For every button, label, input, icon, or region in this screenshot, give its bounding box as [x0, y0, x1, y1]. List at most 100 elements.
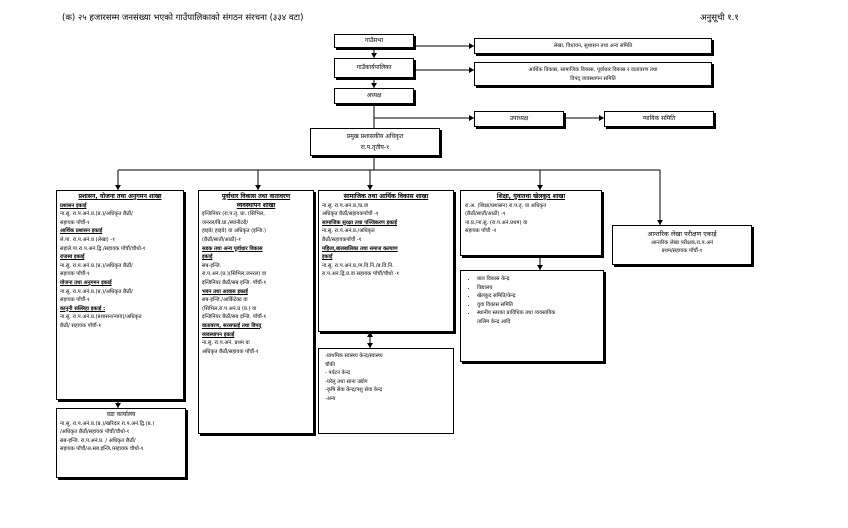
branch-infrastructure: पूर्वाधार विकास तथा वातावरण व्यवस्थापन श…: [198, 190, 314, 434]
upadhyaksha-box: उपाध्यक्ष: [474, 111, 564, 127]
ward-office-heading: वडा कार्यालय: [106, 411, 136, 418]
branch-social-economic-line-5: छैठौं/सहायकपाँचौं -१: [322, 236, 362, 243]
branch-admin-planning-line-13: कानुनी सल्लिहा इकाई :: [60, 305, 106, 312]
branch-infrastructure-line-15: व्यवस्थापन इकाई: [202, 331, 235, 338]
branch-social-economic: सामाजिक तथा आर्थिक विकास शाखा ना.सु. रा.…: [318, 190, 454, 332]
service-item-1: -प्राथमिक स्वास्थ्य केन्द्र/स्वास्थ्य: [325, 353, 383, 359]
branch-education-line-3: ना.प्र./ना.सु. (रा.प.अनं.प्रथम) वा: [465, 219, 528, 226]
annex-label: अनुसूची १.१: [700, 13, 739, 23]
branch-social-economic-heading: सामाजिक तथा आर्थिक विकास शाखा: [343, 193, 429, 200]
branch-admin-planning-line-6: सहाले.पा.रा.प.अनं.द्वि./सहायक पाँचौं/चौथ…: [60, 245, 146, 252]
branch-social-economic-line-7: इकाई: [322, 254, 333, 261]
branch-admin-planning-line-9: सहायक पाँचौं-१: [60, 271, 90, 278]
branch-social-economic-line-2: अधिकृत छैठौं/सहायकपाँचौं -१: [322, 211, 379, 218]
branch-admin-planning-line-10: योजना तथा अनुगमन इकाई: [60, 279, 112, 286]
karyapalika-committee-line2: विपद् व्यवस्थापन समिति: [570, 75, 616, 82]
branch-admin-planning-line-14: ना.सु. रा.प.अनं.प्र.(प्रशासन/न्याय)/अधिक…: [60, 314, 142, 321]
internal-audit-line-1: आन्तरिक लेखा परीक्षक,रा.प.अनं: [650, 239, 714, 246]
cao-title: प्रमुख प्रशासकीय अधिकृत: [346, 133, 404, 140]
internal-audit-line-2: प्रथम/सहायक पाँचौं-१: [661, 248, 703, 255]
branch-social-economic-line-9: रा.प.अनं.द्वि.प्र.वा सहायक पाँचौं/चौथो -…: [322, 271, 400, 278]
education-item-6: तालिम केन्द्र आदि: [477, 318, 511, 325]
internal-audit-heading: आन्तरिक लेखा परीक्षण एकाई: [647, 230, 717, 238]
service-item-6: -अन्य: [325, 395, 336, 402]
ward-office-line-4: सहायक पाँचौं/अ.सब.इन्जि./सहायक चौथो-१: [60, 446, 144, 453]
ward-office-line-2: /अधिकृत छैठौं/सहायक पाँचौं/चौथो-१: [60, 429, 130, 436]
branch-admin-planning-lines: प्रशासन इकाई ना.सु. रा.प.अनं.प्र.(प्र.)/अ…: [60, 202, 180, 331]
gaunsabha-box: गाउँसभा: [334, 34, 414, 48]
nyayik-samiti-label: न्यायिक समिति: [642, 115, 676, 122]
branch-infrastructure-heading-2: व्यवस्थापन शाखा: [236, 201, 276, 209]
branch-social-economic-line-1: ना.सु. रा.प.अनं.प्र./प्र.वा: [322, 202, 369, 209]
sabha-committee-box: लेखा, विधायन, सुशासन तथा अन्य समिति: [474, 38, 712, 54]
ward-office-box: वडा कार्यालय ना.सु. रा.प.अनं.प्र.(प्र.)/…: [56, 408, 186, 478]
branch-education-line-2: (छैठौं/सातौं/आठौं) -१: [465, 211, 506, 218]
branch-infrastructure-line-9: इन्जिनियर छैठौं/सब इन्जि. पाँचौं-१: [202, 279, 267, 286]
branch-admin-planning-line-5: ले.पा. रा.प.अनं.प्र (लेखा) -१: [60, 236, 115, 243]
cao-rank: रा.प.तृतीय-१: [360, 144, 390, 151]
education-item-4: युवा विकास समिति: [477, 301, 599, 310]
branch-admin-planning-line-11: ना.सु. रा.प.अनं.प्र.(प्र.)/अधिकृत छैठौं/: [60, 288, 133, 295]
page-title: (क) २५ हजारसम्म जनसंख्या भएको गाउँपालिका…: [62, 13, 304, 23]
branch-infrastructure-line-7: सब-इन्जि.: [202, 262, 222, 269]
branch-education-heading: शिक्षा, युवातथा खेलकुद शाखा: [496, 193, 566, 200]
ward-office-line-1: ना.सु. रा.प.अनं.प्र.(प्र.)/खरिदार रा.प.अ…: [60, 420, 155, 427]
service-item-4: -घरेलु तथा साना उद्योग: [325, 378, 368, 385]
branch-social-economic-line-3: सामाजिक सुरक्षा तथा पञ्जिकरण इकाई: [322, 219, 398, 226]
branch-admin-planning-line-8: ना.सु. रा.प.अनं.प्र.(प्र.)/अधिकृत छैठौं/: [60, 262, 133, 269]
cao-box: प्रमुख प्रशासकीय अधिकृत रा.प.तृतीय-१: [310, 128, 440, 156]
branch-admin-planning-line-12: सहायक पाँचौं-१: [60, 297, 90, 304]
branch-admin-planning-line-2: ना.सु. रा.प.अनं.प्र.(प्र.)/अधिकृत छैठौं/: [60, 211, 133, 218]
branch-infrastructure-line-8: रा.प.अनं.(प्र.)(सिभिल,जनरल) वा: [202, 271, 267, 278]
adhyaksha-label: अध्यक्ष: [366, 92, 382, 99]
branch-infrastructure-line-2: जनरल/बि.प्रा./स्यानीटरी/: [202, 219, 249, 226]
branch-admin-planning: प्रशासन, योजना तथा अनुगमन शाखा प्रशासन इ…: [56, 190, 184, 400]
branch-infrastructure-line-17: अधिकृत छैठौं/सहायक पाँचौं-१: [202, 348, 259, 355]
branch-infrastructure-line-14: वातावरण, सरसफाई तथा विपद्: [202, 322, 262, 329]
branch-infrastructure-lines: इन्जिनियर (रा.प.तृ. प्रा. (सिभिल,जनरल/बि…: [202, 210, 310, 356]
branch-infrastructure-line-13: इन्जिनियर छैठौं/सब इन्जि. पाँचौं-१: [202, 314, 267, 321]
services-list: -प्राथमिक स्वास्थ्य केन्द्र/स्वास्थ्य चौक…: [325, 352, 447, 404]
upadhyaksha-label: उपाध्यक्ष: [509, 115, 529, 122]
internal-audit-box: आन्तरिक लेखा परीक्षण एकाई आन्तरिक लेखा प…: [612, 225, 752, 265]
nyayik-samiti-box: न्यायिक समिति: [604, 111, 714, 127]
branch-education-line-4: सहायक पाँचौं -१: [465, 228, 497, 235]
branch-admin-planning-line-15: छैठौं/ सहायक पाँचौं-१: [60, 322, 102, 329]
branch-admin-planning-line-7: राजस्व इकाई: [60, 254, 85, 261]
branch-infrastructure-line-5: सडक तथा अन्य पूर्वाधार विकास: [202, 245, 263, 252]
ward-office-line-3: सब-इन्जि. रा.प.अनं.प्र. / अधिकृत छैठौं/: [60, 437, 136, 444]
branch-education: शिक्षा, युवातथा खेलकुद शाखा रा.अ. (शिक्ष…: [460, 190, 602, 256]
branch-social-economic-services: -प्राथमिक स्वास्थ्य केन्द्र/स्वास्थ्य चौक…: [318, 348, 454, 434]
education-item-3: खेलकुद समिति/केन्द्र: [477, 292, 599, 301]
karyapalika-committee-box: आर्थिक विकास, सामाजिक विकास, पूर्वाधार व…: [474, 62, 712, 86]
branch-infrastructure-line-16: ना.सु. रा.प.अनं. प्रथम वा: [202, 340, 250, 347]
education-institutions-box: बाल विकास केन्द्रविद्यालयखेलकुद समिति/के…: [460, 270, 604, 362]
branch-admin-planning-line-4: आर्थिक प्रशासन इकाई: [60, 228, 103, 235]
service-item-3: - पर्यटन केन्द्र: [325, 370, 350, 377]
service-item-2: चौकी: [325, 361, 335, 368]
branch-infrastructure-line-12: (सिभिल,रा.प.अनं.प्र (प्र.) वा: [202, 305, 257, 312]
branch-admin-planning-heading: प्रशासन, योजना तथा अनुगमन शाखा: [78, 193, 162, 200]
branch-admin-planning-line-3: सहायक पाँचौं-१: [60, 219, 90, 226]
branch-infrastructure-line-3: हाइवे/ हाइवे) वा अधिकृत (इन्जि.): [202, 228, 267, 235]
gaunkaryapalika-label: गाउँकार्यपालिका: [356, 64, 392, 71]
branch-admin-planning-line-1: प्रशासन इकाई: [60, 202, 87, 209]
adhyaksha-box: अध्यक्ष: [334, 88, 414, 104]
sabha-committee-label: लेखा, विधायन, सुशासन तथा अन्य समिति: [553, 43, 633, 49]
branch-social-economic-lines: ना.सु. रा.प.अनं.प्र./प्र.वा अधिकृत छैठौं/…: [322, 202, 450, 279]
branch-infrastructure-line-4: (छैठौं/सातौं/आठौं)-१: [202, 236, 241, 243]
branch-infrastructure-line-10: भवन तथा आवास इकाई: [202, 288, 248, 295]
education-item-1: बाल विकास केन्द्र: [477, 275, 599, 284]
service-item-5: -कृषि सेवा केन्द्र/पशु सेवा केन्द्र: [325, 387, 383, 394]
branch-infrastructure-line-6: इकाई: [202, 254, 213, 261]
gaunkaryapalika-box: गाउँकार्यपालिका: [334, 58, 414, 78]
karyapalika-committee-line1: आर्थिक विकास, सामाजिक विकास, पूर्वाधार व…: [528, 67, 658, 73]
education-item-2: विद्यालय: [477, 284, 599, 293]
branch-infrastructure-heading-1: पूर्वाधार विकास तथा वातावरण: [221, 193, 291, 200]
branch-infrastructure-line-11: सब-इन्जि./आर्किटेक्ट वा: [202, 297, 248, 304]
branch-education-line-1: रा.अ. (शिक्षा/प्रशासन) रा.प.तृ. वा अधिकृ…: [465, 202, 547, 209]
education-institutions-list: बाल विकास केन्द्रविद्यालयखेलकुद समिति/के…: [465, 275, 599, 327]
gaunsabha-label: गाउँसभा: [364, 37, 384, 44]
education-item-5: स्थानीय स्तरका प्राविधिक तथा व्यवसायिक: [477, 309, 599, 318]
